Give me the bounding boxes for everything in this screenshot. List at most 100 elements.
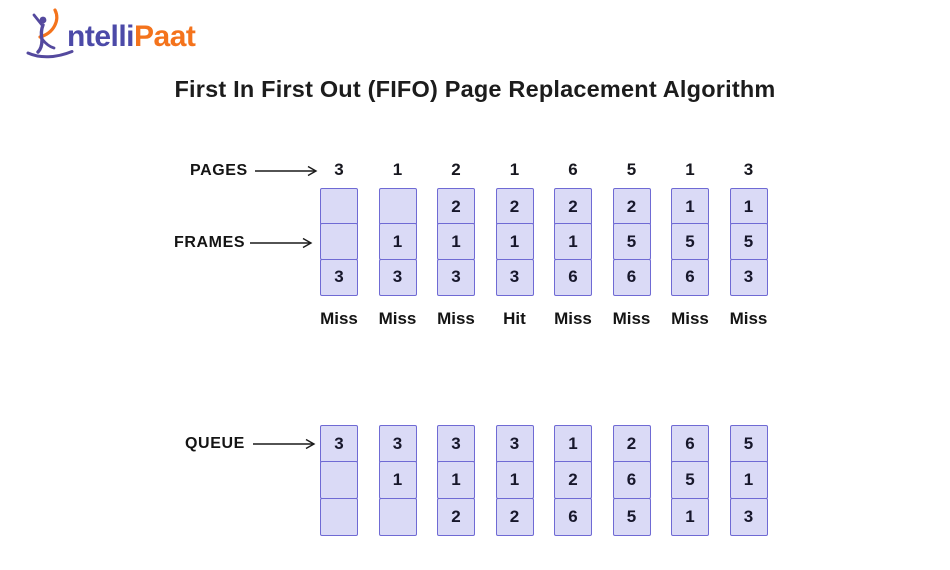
frame-cell: 1 <box>378 223 417 261</box>
queue-column: 5 1 3 <box>729 425 768 536</box>
pages-sequence: 3 1 2 1 6 5 1 3 <box>320 160 768 180</box>
logo-figure-icon <box>26 8 74 59</box>
queue-cell: 2 <box>495 497 534 536</box>
frame-cell: 1 <box>437 223 475 261</box>
result-item: Miss <box>613 309 651 329</box>
queue-cell: 1 <box>495 461 534 500</box>
result-label: Miss <box>320 309 358 328</box>
frames-label: FRAMES <box>174 234 246 251</box>
page-number: 3 <box>334 160 344 179</box>
page-number: 1 <box>685 160 695 179</box>
page-number: 2 <box>451 160 461 179</box>
queue-cell: 6 <box>554 497 592 536</box>
queue-arrow-icon <box>253 438 316 450</box>
logo-text: ntelliPaat <box>67 20 196 59</box>
frames-grid: 3 1 3 2 1 3 2 1 3 2 1 6 2 5 6 1 5 <box>320 188 768 296</box>
frame-cell: 3 <box>495 258 534 296</box>
queue-cell: 2 <box>437 497 475 536</box>
queue-cell: 1 <box>554 425 592 463</box>
pages-label: PAGES <box>190 162 248 179</box>
frame-cell: 5 <box>729 223 768 261</box>
queue-cell <box>378 497 417 536</box>
frame-cell: 2 <box>554 188 592 225</box>
queue-cell: 6 <box>671 425 709 463</box>
queue-cell: 2 <box>612 425 651 463</box>
queue-cell: 3 <box>378 425 417 463</box>
frames-arrow-icon <box>250 237 313 249</box>
frame-cell: 3 <box>378 258 417 296</box>
page-number: 3 <box>743 160 754 179</box>
queue-grid: 3 3 1 3 1 2 3 1 2 1 2 6 2 6 5 <box>320 425 768 536</box>
queue-cell: 1 <box>378 461 417 500</box>
result-label: Miss <box>612 309 651 328</box>
queue-cell: 5 <box>671 461 709 500</box>
result-item: Hit <box>496 309 534 329</box>
queue-label: QUEUE <box>185 435 245 452</box>
results-row: Miss Miss Miss Hit Miss Miss Miss Miss <box>320 309 768 329</box>
queue-cell: 3 <box>495 425 534 463</box>
frame-cell: 6 <box>554 258 592 296</box>
frame-cell: 1 <box>495 223 534 261</box>
result-label: Miss <box>671 309 709 328</box>
frame-cell: 1 <box>554 223 592 261</box>
result-label: Miss <box>729 309 768 328</box>
queue-cell: 3 <box>437 425 475 463</box>
frame-cell: 2 <box>612 188 651 225</box>
result-label: Hit <box>503 309 526 328</box>
frame-cell: 1 <box>671 188 709 225</box>
queue-cell <box>320 461 358 500</box>
logo-text-secondary: Paat <box>134 20 196 53</box>
result-item: Miss <box>554 309 592 329</box>
frames-column: 1 5 6 <box>671 188 709 296</box>
page-title: First In First Out (FIFO) Page Replaceme… <box>174 76 776 102</box>
queue-column: 3 1 2 <box>495 425 534 536</box>
frame-cell: 5 <box>612 223 651 261</box>
queue-cell: 5 <box>729 425 768 463</box>
result-label: Miss <box>437 309 475 328</box>
queue-cell: 1 <box>437 461 475 500</box>
logo-text-primary: ntelli <box>67 20 135 53</box>
result-item: Miss <box>437 309 475 329</box>
frames-column: 2 1 3 <box>495 188 534 296</box>
page-number: 1 <box>509 160 520 179</box>
queue-column: 3 <box>320 425 358 536</box>
frames-column: 2 5 6 <box>612 188 651 296</box>
result-label: Miss <box>554 309 592 328</box>
page-number: 5 <box>626 160 637 179</box>
frames-column: 3 <box>320 188 358 296</box>
frame-cell: 3 <box>437 258 475 296</box>
queue-cell: 1 <box>671 497 709 536</box>
result-label: Miss <box>378 309 417 328</box>
queue-column: 1 2 6 <box>554 425 592 536</box>
queue-cell <box>320 497 358 536</box>
page-number: 6 <box>568 160 578 179</box>
frame-cell: 3 <box>320 258 358 296</box>
queue-cell: 3 <box>320 425 358 463</box>
frames-column: 1 5 3 <box>729 188 768 296</box>
frame-cell: 2 <box>437 188 475 225</box>
frame-cell: 1 <box>729 188 768 225</box>
queue-column: 2 6 5 <box>612 425 651 536</box>
result-item: Miss <box>730 309 768 329</box>
result-item: Miss <box>379 309 417 329</box>
frame-cell <box>320 188 358 225</box>
frame-cell <box>378 188 417 225</box>
frame-cell <box>320 223 358 261</box>
page-number: 1 <box>392 160 403 179</box>
frame-cell: 3 <box>729 258 768 296</box>
frame-cell: 6 <box>612 258 651 296</box>
frames-column: 2 1 6 <box>554 188 592 296</box>
result-item: Miss <box>320 309 358 329</box>
queue-column: 3 1 <box>378 425 417 536</box>
queue-cell: 1 <box>729 461 768 500</box>
pages-arrow-icon <box>255 165 318 177</box>
queue-cell: 5 <box>612 497 651 536</box>
frame-cell: 6 <box>671 258 709 296</box>
queue-cell: 3 <box>729 497 768 536</box>
frames-column: 2 1 3 <box>437 188 475 296</box>
queue-cell: 2 <box>554 461 592 500</box>
frames-column: 1 3 <box>378 188 417 296</box>
result-item: Miss <box>671 309 709 329</box>
queue-column: 3 1 2 <box>437 425 475 536</box>
